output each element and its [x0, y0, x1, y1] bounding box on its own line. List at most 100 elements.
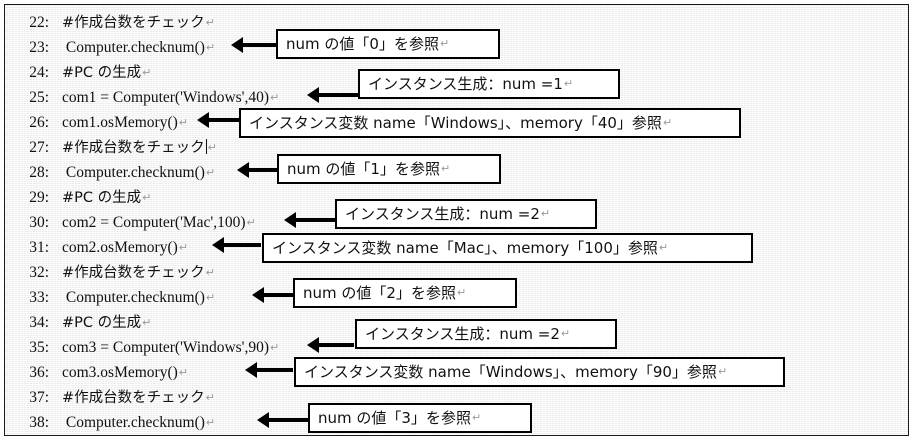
- paragraph-mark-icon: ↵: [142, 66, 152, 79]
- paragraph-mark-icon: ↵: [563, 77, 574, 90]
- line-text: #PC の生成: [62, 190, 142, 206]
- line-text: Computer.checknum(): [62, 164, 205, 181]
- arrow-to-line-38: [257, 412, 312, 428]
- line-number: 35:: [29, 339, 49, 356]
- paragraph-mark-icon: ↵: [270, 341, 280, 354]
- callout-instvar-windows-90[interactable]: インスタンス変数 name「Windows」、memory「90」参照↵: [294, 357, 785, 387]
- line-text: Computer.checknum(): [62, 39, 205, 56]
- slide-frame: 22:#作成台数をチェック↵ 23: Computer.checknum()↵ …: [4, 4, 909, 436]
- callout-text: インスタンス生成：num =1: [368, 75, 563, 93]
- code-line-30: 30: com2 = Computer('Mac',100)↵: [5, 211, 256, 235]
- text-cursor: [205, 139, 207, 154]
- paragraph-mark-icon: ↵: [246, 216, 256, 229]
- callout-text: インスタンス変数 name「Windows」、memory「90」参照: [304, 363, 717, 381]
- paragraph-mark-icon: ↵: [142, 191, 152, 204]
- line-text: Computer.checknum(): [62, 289, 205, 306]
- callout-text: num の値「1」を参照: [287, 160, 440, 178]
- callout-text: インスタンス生成：num =2: [345, 205, 540, 223]
- line-number: 34:: [29, 314, 49, 331]
- line-number: 22:: [29, 14, 49, 31]
- paragraph-mark-icon: ↵: [142, 316, 152, 329]
- callout-checknum-1[interactable]: num の値「1」を参照↵: [277, 154, 501, 184]
- callout-text: インスタンス生成：num =2: [365, 325, 560, 343]
- arrow-to-line-36: [245, 362, 293, 378]
- paragraph-mark-icon: ↵: [178, 116, 189, 129]
- line-text: #PC の生成: [62, 315, 142, 331]
- paragraph-mark-icon: ↵: [205, 41, 216, 54]
- code-line-37: 37:#作成台数をチェック↵: [5, 386, 215, 410]
- line-text: #作成台数をチェック: [62, 140, 205, 156]
- line-number: 38:: [29, 414, 49, 431]
- arrow-to-line-23: [231, 37, 277, 53]
- line-text: #作成台数をチェック: [62, 265, 205, 281]
- callout-text: num の値「0」を参照: [286, 35, 439, 53]
- code-line-27: 27: #作成台数をチェック↵: [5, 136, 217, 160]
- line-text: com1 = Computer('Windows',40): [62, 89, 269, 106]
- code-line-31: 31: com2.osMemory()↵: [5, 236, 188, 260]
- line-text: com2 = Computer('Mac',100): [62, 214, 246, 231]
- line-number: 29:: [29, 189, 49, 206]
- line-text: com2.osMemory(): [62, 239, 178, 256]
- line-text: #作成台数をチェック: [62, 390, 205, 406]
- paragraph-mark-icon: ↵: [178, 366, 189, 379]
- line-text: com1.osMemory(): [62, 114, 178, 131]
- code-line-26: 26: com1.osMemory()↵: [5, 111, 188, 135]
- line-number: 23:: [29, 39, 49, 56]
- paragraph-mark-icon: ↵: [440, 162, 451, 175]
- line-text: #作成台数をチェック: [62, 15, 205, 31]
- callout-text: インスタンス変数 name「Mac」、memory「100」参照: [272, 239, 658, 257]
- code-line-23: 23: Computer.checknum()↵: [5, 36, 215, 60]
- line-number: 30:: [29, 214, 49, 231]
- paragraph-mark-icon: ↵: [456, 286, 467, 299]
- line-text: com3 = Computer('Windows',90): [62, 339, 269, 356]
- paragraph-mark-icon: ↵: [205, 291, 216, 304]
- code-line-35: 35: com3 = Computer('Windows',90)↵: [5, 336, 279, 360]
- code-line-34: 34: #PC の生成↵: [5, 311, 151, 335]
- code-line-22: 22: #作成台数をチェック↵: [5, 11, 215, 35]
- paragraph-mark-icon: ↵: [178, 241, 189, 254]
- code-line-28: 28: Computer.checknum()↵: [5, 161, 215, 185]
- line-number: 36:: [29, 364, 49, 381]
- paragraph-mark-icon: ↵: [205, 16, 215, 29]
- callout-text: num の値「2」を参照: [303, 284, 456, 302]
- line-text: com3.osMemory(): [62, 364, 178, 381]
- callout-text: num の値「3」を参照: [318, 409, 471, 427]
- callout-checknum-2[interactable]: num の値「2」を参照↵: [293, 278, 517, 308]
- paragraph-mark-icon: ↵: [662, 116, 673, 129]
- line-text: #PC の生成: [62, 65, 142, 81]
- line-number: 25:: [29, 89, 49, 106]
- arrow-to-line-31: [212, 237, 261, 253]
- callout-instance-1[interactable]: インスタンス生成：num =1↵: [358, 69, 620, 99]
- code-line-29: 29: #PC の生成↵: [5, 186, 151, 210]
- line-number: 24:: [29, 64, 49, 81]
- line-number: 27:: [29, 139, 49, 156]
- line-number: 32:: [29, 264, 49, 281]
- paragraph-mark-icon: ↵: [439, 37, 450, 50]
- code-line-33: 33: Computer.checknum()↵: [5, 286, 215, 310]
- paragraph-mark-icon: ↵: [471, 411, 482, 424]
- paragraph-mark-icon: ↵: [205, 391, 215, 404]
- line-number: 33:: [29, 289, 49, 306]
- code-line-38: 38: Computer.checknum()↵: [5, 411, 215, 435]
- paragraph-mark-icon: ↵: [207, 141, 217, 154]
- line-number: 26:: [29, 114, 49, 131]
- paragraph-mark-icon: ↵: [658, 241, 669, 254]
- arrow-to-line-35: [307, 337, 354, 353]
- callout-instance-2[interactable]: インスタンス生成：num =2↵: [335, 199, 597, 229]
- arrow-to-line-33: [252, 287, 297, 303]
- callout-checknum-3[interactable]: num の値「3」を参照↵: [308, 403, 532, 433]
- callout-text: インスタンス変数 name「Windows」、memory「40」参照: [249, 114, 662, 132]
- arrow-to-line-26: [197, 112, 240, 128]
- paragraph-mark-icon: ↵: [540, 207, 551, 220]
- callout-instance-3[interactable]: インスタンス生成：num =2↵: [355, 319, 617, 349]
- paragraph-mark-icon: ↵: [717, 365, 728, 378]
- arrow-to-line-28: [237, 162, 280, 178]
- line-number: 31:: [29, 239, 49, 256]
- line-text: Computer.checknum(): [62, 414, 205, 431]
- paragraph-mark-icon: ↵: [205, 166, 216, 179]
- callout-instvar-windows-40[interactable]: インスタンス変数 name「Windows」、memory「40」参照↵: [239, 108, 741, 138]
- callout-checknum-0[interactable]: num の値「0」を参照↵: [276, 29, 500, 59]
- callout-instvar-mac-100[interactable]: インスタンス変数 name「Mac」、memory「100」参照↵: [262, 233, 753, 263]
- line-number: 28:: [29, 164, 49, 181]
